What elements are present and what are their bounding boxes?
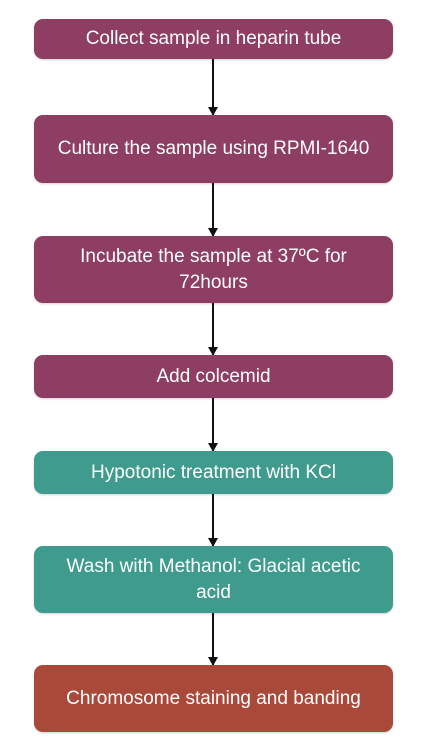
step-chromosome-staining: Chromosome staining and banding (34, 665, 393, 732)
step-label: Wash with Methanol: Glacial acetic acid (66, 555, 361, 603)
arrow-5 (208, 494, 218, 547)
step-hypotonic-treatment: Hypotonic treatment with KCl (34, 451, 393, 494)
step-wash-methanol: Wash with Methanol: Glacial acetic acid (34, 546, 393, 613)
step-label: Incubate the sample at 37ºC for 72hours (80, 245, 347, 293)
step-label: Collect sample in heparin tube (85, 28, 342, 49)
step-collect-sample: Collect sample in heparin tube (34, 19, 393, 59)
arrow-1 (208, 59, 218, 116)
step-label: Hypotonic treatment with KCl (91, 461, 336, 483)
arrow-4 (208, 398, 218, 452)
arrow-6 (208, 613, 218, 666)
step-label: Add colcemid (156, 365, 271, 387)
arrow-2 (208, 183, 218, 237)
step-incubate-sample: Incubate the sample at 37ºC for 72hours (34, 236, 393, 303)
step-culture-sample: Culture the sample using RPMI-1640 (34, 115, 393, 183)
step-label: Culture the sample using RPMI-1640 (57, 138, 370, 159)
step-add-colcemid: Add colcemid (34, 355, 393, 398)
arrow-3 (208, 303, 218, 356)
step-label: Chromosome staining and banding (66, 687, 361, 709)
